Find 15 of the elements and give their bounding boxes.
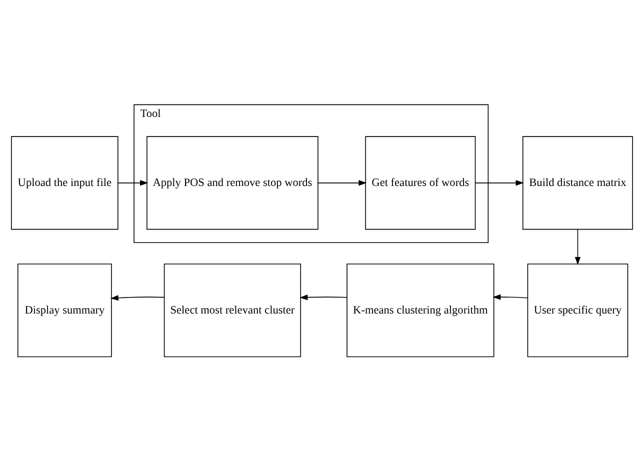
arrow: [118, 180, 148, 186]
node-box: Display summary: [17, 264, 112, 358]
arrow: [574, 228, 581, 266]
node-box: Build distance matrix: [522, 136, 633, 230]
node-box: Apply POS and remove stop words: [146, 136, 318, 230]
arrow: [475, 180, 524, 186]
node-box: Get features of words: [365, 136, 476, 230]
arrow: [492, 294, 528, 300]
node-box: Select most relevant cluster: [164, 264, 302, 358]
node-box: K-means clustering algorithm: [346, 264, 494, 358]
node-box: Upload the input file: [11, 136, 118, 230]
arrow: [110, 295, 164, 301]
arrow: [300, 294, 348, 300]
arrow: [318, 180, 367, 186]
node-box: User specific query: [527, 264, 628, 358]
